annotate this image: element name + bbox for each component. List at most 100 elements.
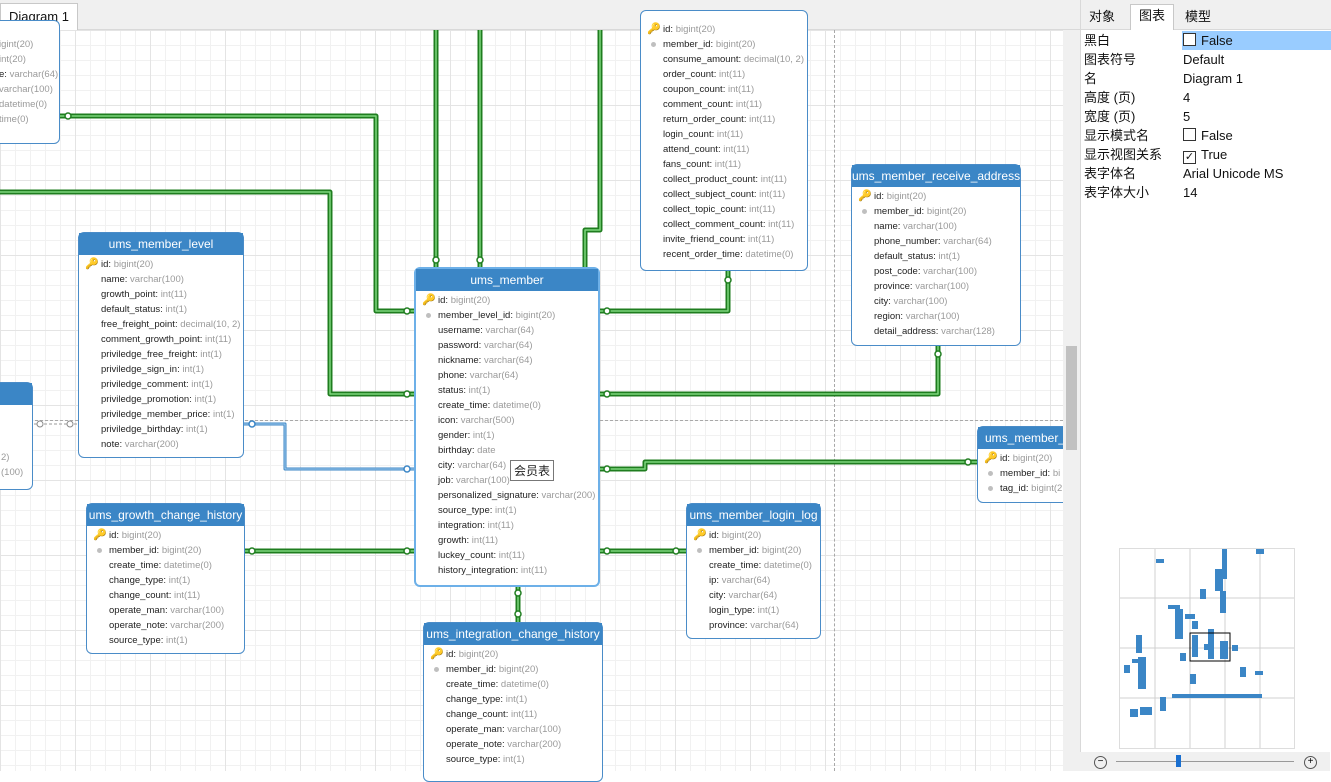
checkbox-unchecked[interactable] — [1183, 33, 1196, 46]
zoom-slider-thumb[interactable] — [1176, 755, 1181, 767]
entity-column[interactable]: 🔑id: bigint(20) — [93, 529, 162, 541]
entity-column[interactable]: create_time: datetime(0) — [446, 679, 549, 690]
entity-column[interactable]: name: varchar(100) — [101, 274, 184, 285]
entity-column[interactable]: gender: int(1) — [438, 430, 495, 441]
entity-column[interactable]: attend_count: int(11) — [663, 144, 750, 155]
property-row-show-schema-name[interactable]: 显示模式名 False — [1084, 128, 1233, 143]
scrollbar-thumb[interactable] — [1066, 346, 1077, 450]
entity-column[interactable]: luckey_count: int(11) — [438, 550, 525, 561]
entity-column[interactable]: note: varchar(200) — [101, 439, 179, 450]
tab-diagram-props[interactable]: 图表 — [1130, 4, 1175, 30]
canvas-vertical-scrollbar[interactable] — [1063, 30, 1080, 771]
entity-column[interactable]: operate_man: varchar(100) — [446, 724, 562, 735]
entity-column[interactable]: member_id: bigint(20) — [641, 37, 807, 52]
property-row-name[interactable]: 名 Diagram 1 — [1084, 71, 1243, 86]
entity-column[interactable]: operate_note: varchar(200) — [109, 620, 225, 631]
entity-column[interactable]: operate_man: varchar(100) — [109, 605, 225, 616]
entity-column[interactable]: history_integration: int(11) — [438, 565, 548, 576]
entity-column[interactable]: invite_friend_count: int(11) — [663, 234, 775, 245]
entity-ums-member-tag-relation[interactable]: ums_member_r 🔑id: bigint(20) member_id: … — [977, 426, 1087, 503]
entity-column[interactable]: priviledge_comment: int(1) — [101, 379, 213, 390]
property-row-table-font-name[interactable]: 表字体名 Arial Unicode MS — [1084, 166, 1284, 181]
property-row-monochrome[interactable]: 黑白 False — [1081, 31, 1331, 50]
entity-column[interactable]: member_level_id: bigint(20) — [416, 308, 598, 323]
entity-column[interactable]: 🔑id: bigint(20) — [984, 452, 1053, 464]
entity-column[interactable]: create_time: datetime(0) — [709, 560, 812, 571]
entity-column[interactable]: change_type: int(1) — [446, 694, 528, 705]
entity-column[interactable]: member_id: bigint(20) — [687, 543, 820, 558]
entity-column[interactable]: post_code: varchar(100) — [874, 266, 977, 277]
checkbox-unchecked[interactable] — [1183, 128, 1196, 141]
entity-column[interactable]: priviledge_free_freight: int(1) — [101, 349, 222, 360]
entity-column[interactable]: datetime(0) — [0, 99, 48, 110]
entity-partial-left-top[interactable]: igint(20) int(20) e: varchar(64) varchar… — [0, 20, 60, 144]
entity-column[interactable]: collect_product_count: int(11) — [663, 174, 787, 185]
entity-ums-member-statistics-info[interactable]: 🔑id: bigint(20) member_id: bigint(20) co… — [640, 10, 808, 271]
entity-column[interactable]: collect_subject_count: int(11) — [663, 189, 786, 200]
entity-column[interactable]: province: varchar(100) — [874, 281, 970, 292]
entity-column[interactable]: personalized_signature: varchar(200) — [438, 490, 596, 501]
entity-column[interactable]: consume_amount: decimal(10, 2) — [663, 54, 805, 65]
entity-column[interactable]: growth_point: int(11) — [101, 289, 187, 300]
entity-column[interactable]: password: varchar(64) — [438, 340, 533, 351]
entity-column[interactable]: phone: varchar(64) — [438, 370, 519, 381]
entity-column[interactable]: 🔑id: bigint(20) — [647, 23, 716, 35]
entity-column[interactable]: ip: varchar(64) — [709, 575, 771, 586]
tab-object[interactable]: 对象 — [1089, 9, 1116, 24]
entity-column[interactable]: default_status: int(1) — [101, 304, 188, 315]
entity-column[interactable]: 2) — [1, 452, 10, 463]
entity-column[interactable]: source_type: int(1) — [438, 505, 517, 516]
entity-column[interactable]: phone_number: varchar(64) — [874, 236, 992, 247]
entity-column[interactable]: default_status: int(1) — [874, 251, 961, 262]
entity-column[interactable]: varchar(100) — [0, 84, 53, 95]
entity-column[interactable]: change_type: int(1) — [109, 575, 191, 586]
entity-column[interactable]: member_id: bigint(20) — [852, 204, 1020, 219]
entity-column[interactable]: member_id: bi — [978, 466, 1086, 481]
entity-column[interactable]: 🔑id: bigint(20) — [85, 258, 154, 270]
entity-column[interactable]: priviledge_birthday: int(1) — [101, 424, 208, 435]
entity-column[interactable]: change_count: int(11) — [109, 590, 201, 601]
entity-partial-left-mid[interactable]: 2) (100) — [0, 382, 33, 490]
entity-column[interactable]: priviledge_sign_in: int(1) — [101, 364, 204, 375]
zoom-in-icon[interactable]: + — [1304, 756, 1317, 769]
entity-column[interactable]: collect_topic_count: int(11) — [663, 204, 776, 215]
entity-column[interactable]: int(20) — [0, 54, 26, 65]
entity-column[interactable]: 🔑id: bigint(20) — [430, 648, 499, 660]
entity-column[interactable]: comment_growth_point: int(11) — [101, 334, 232, 345]
entity-column[interactable]: create_time: datetime(0) — [109, 560, 212, 571]
property-row-show-view-relations[interactable]: 显示视图关系 ✓True — [1084, 147, 1228, 164]
entity-column[interactable]: comment_count: int(11) — [663, 99, 763, 110]
property-row-height-pages[interactable]: 高度 (页) 4 — [1084, 90, 1191, 105]
entity-column[interactable]: operate_note: varchar(200) — [446, 739, 562, 750]
entity-column[interactable]: coupon_count: int(11) — [663, 84, 755, 95]
entity-column[interactable]: growth: int(11) — [438, 535, 499, 546]
entity-column[interactable]: create_time: datetime(0) — [438, 400, 541, 411]
diagram-overview-minimap[interactable] — [1119, 548, 1295, 749]
entity-column[interactable]: (100) — [1, 467, 24, 478]
property-row-width-pages[interactable]: 宽度 (页) 5 — [1084, 109, 1191, 124]
entity-column[interactable]: time(0) — [0, 114, 29, 125]
entity-column[interactable]: username: varchar(64) — [438, 325, 535, 336]
property-row-table-font-size[interactable]: 表字体大小 14 — [1084, 185, 1198, 200]
entity-column[interactable]: integration: int(11) — [438, 520, 514, 531]
entity-ums-member-level[interactable]: ums_member_level 🔑id: bigint(20) name: v… — [78, 232, 244, 458]
checkbox-checked[interactable]: ✓ — [1183, 151, 1196, 164]
entity-column[interactable]: change_count: int(11) — [446, 709, 538, 720]
entity-column[interactable]: job: varchar(100) — [438, 475, 510, 486]
entity-column[interactable]: source_type: int(1) — [109, 635, 188, 646]
note-label[interactable]: 会员表 — [510, 460, 555, 481]
entity-column[interactable]: icon: varchar(500) — [438, 415, 515, 426]
zoom-slider-track[interactable] — [1116, 761, 1294, 762]
entity-column[interactable]: member_id: bigint(20) — [424, 662, 602, 677]
entity-column[interactable]: city: varchar(64) — [438, 460, 507, 471]
entity-ums-integration-change-history[interactable]: ums_integration_change_history 🔑id: bigi… — [423, 622, 603, 782]
entity-column[interactable]: order_count: int(11) — [663, 69, 746, 80]
entity-column[interactable]: name: varchar(100) — [874, 221, 957, 232]
entity-column[interactable]: city: varchar(64) — [709, 590, 778, 601]
entity-column[interactable]: region: varchar(100) — [874, 311, 960, 322]
entity-column[interactable]: 🔑id: bigint(20) — [422, 294, 491, 306]
entity-column[interactable]: collect_comment_count: int(11) — [663, 219, 795, 230]
entity-column[interactable]: member_id: bigint(20) — [87, 543, 244, 558]
diagram-canvas[interactable]: igint(20) int(20) e: varchar(64) varchar… — [0, 10, 1087, 782]
entity-column[interactable]: fans_count: int(11) — [663, 159, 741, 170]
